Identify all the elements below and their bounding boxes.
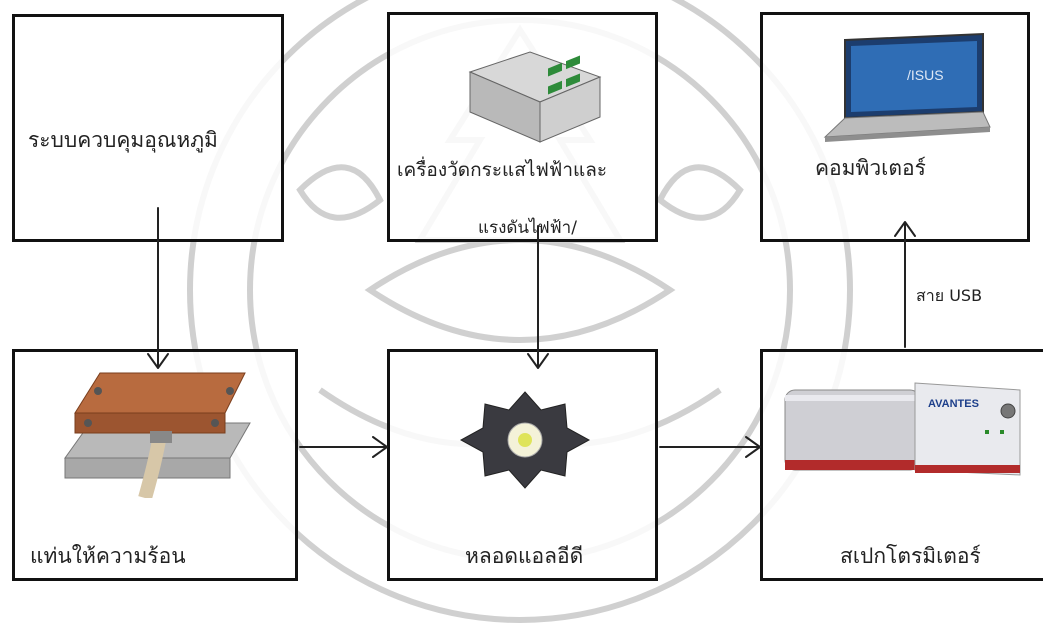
- arrow-temp-control-to-heater: [147, 207, 169, 369]
- laptop-brand-text: /ISUS: [907, 67, 944, 83]
- spectrometer-brand-text: AVANTES: [928, 398, 979, 410]
- meter-label-line2: แรงดันไฟฟ้า/: [478, 218, 577, 238]
- arrow-meter-to-led: [527, 225, 549, 369]
- led-star-image: [459, 391, 591, 489]
- led-label: หลอดแอลอีดี: [465, 544, 584, 568]
- heater-block-label: แท่นให้ความร้อน: [30, 544, 186, 568]
- computer-label: คอมพิวเตอร์: [815, 156, 926, 180]
- connection-arrows: [147, 207, 916, 458]
- arrow-heater-to-led: [299, 436, 388, 458]
- arrow-led-to-spectrometer: [659, 436, 761, 458]
- meter-device-image: [468, 51, 602, 143]
- meter-label-line1: เครื่องวัดกระแสไฟฟ้าและ: [397, 159, 608, 181]
- spectrometer-image: AVANTES: [784, 382, 1021, 476]
- usb-cable-label: สาย USB: [916, 286, 983, 305]
- temperature-control-box: [12, 14, 284, 242]
- spectrometer-label: สเปกโตรมิเตอร์: [840, 544, 981, 568]
- laptop-image: /ISUS: [823, 32, 991, 142]
- heater-block-image: [64, 372, 251, 498]
- arrow-spectrometer-to-computer: [894, 221, 916, 348]
- temperature-control-label: ระบบควบคุมอุณหภูมิ: [28, 128, 218, 152]
